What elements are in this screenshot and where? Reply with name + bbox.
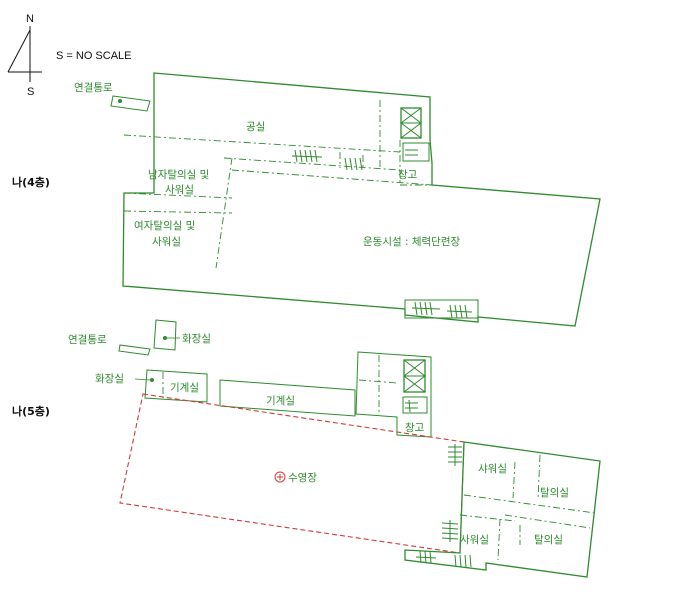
f4-core	[400, 107, 430, 162]
circled-marker-icon	[274, 471, 286, 483]
compass: N S S = NO SCALE	[7, 13, 132, 98]
f5-core: 창고	[355, 351, 432, 438]
f5-shower-top-label: 샤워실	[478, 462, 507, 475]
f5-shower-bottom-label: 사워실	[460, 533, 489, 546]
f4-men-shower-label: 사워실	[165, 183, 194, 196]
f5-locker-wing	[404, 441, 601, 578]
north-arrow-icon	[7, 26, 42, 82]
f5-restroom-b: 화장실	[95, 373, 154, 385]
f4-stairs-top	[291, 149, 363, 171]
f4-stairs-bottom	[404, 299, 479, 319]
floor-4-plan: 나(4층) 연결통로	[12, 72, 601, 327]
scale-note: S = NO SCALE	[56, 50, 132, 62]
f5-corridor-link-label: 연결통로	[68, 334, 107, 346]
f5-machine-large: 기계실	[219, 379, 356, 417]
compass-north-label: N	[26, 13, 34, 25]
f4-lounge-label: 공실	[246, 121, 265, 133]
f5-machine-large-label: 기계실	[266, 395, 295, 407]
f4-gym-label: 운동시설 : 체력단련장	[363, 236, 460, 248]
f4-partitions	[123, 100, 433, 269]
floor-4-label: 나(4층)	[12, 175, 50, 189]
f5-machine-small: 기계실	[144, 369, 208, 403]
f5-pool-label: 수영장	[288, 472, 317, 484]
f5-machine-small-label: 기계실	[170, 382, 199, 394]
f4-women-shower-label: 사워실	[152, 235, 181, 248]
f5-locker-partitions	[459, 454, 596, 561]
f4-storage-label: 창고	[398, 169, 418, 181]
f5-stairs-pool	[415, 444, 472, 568]
f5-changing-top-label: 탈의실	[540, 486, 569, 499]
f4-corridor-link: 연결통로	[74, 82, 151, 112]
f5-restroom-a-label: 화장실	[182, 333, 211, 345]
f5-corridor-link: 연결통로	[68, 334, 151, 356]
f4-women-changing-label: 여자탈의실 및	[134, 219, 195, 232]
f4-outline	[122, 72, 601, 327]
floor-5-plan: 나(5층) 연결통로 화장실 화장실 기계실 기계실	[12, 319, 601, 578]
f5-restroom-b-label: 화장실	[95, 373, 124, 385]
f5-storage-label: 창고	[405, 422, 425, 434]
f4-corridor-link-label: 연결통로	[74, 82, 113, 94]
floor-5-label: 나(5층)	[12, 404, 50, 418]
compass-south-label: S	[27, 86, 34, 98]
f5-restroom-a: 화장실	[153, 319, 211, 351]
f5-changing-bottom-label: 탈의실	[534, 533, 563, 546]
f4-men-changing-label: 남자탈의실 및	[148, 168, 209, 181]
